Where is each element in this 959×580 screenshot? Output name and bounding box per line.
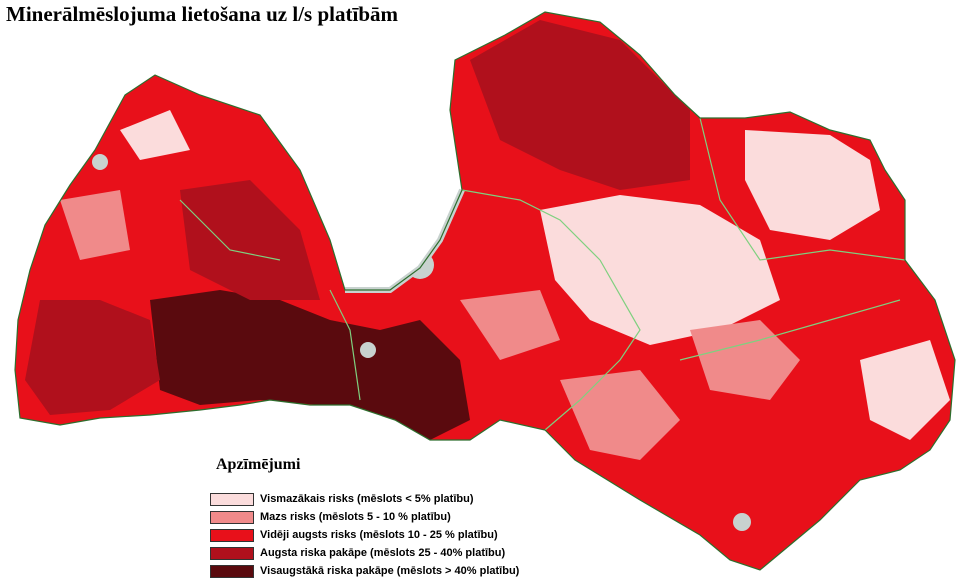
legend-item-low: Mazs risks (mēslots 5 - 10 % platību) — [210, 508, 540, 526]
legend-swatch — [210, 528, 254, 542]
zone-lowest-risk-northeast — [745, 130, 880, 240]
daugavpils-nodata — [733, 513, 751, 531]
legend: Apzīmējumi Vismazākais risks (mēslots < … — [210, 456, 540, 580]
region-boundaries — [179, 117, 906, 431]
legend-item-high: Augsta riska pakāpe (mēslots 25 - 40% pl… — [210, 544, 540, 562]
zone-lowest-risk-kurzeme — [120, 110, 190, 160]
risk-zones — [25, 20, 950, 531]
legend-item-lowest: Vismazākais risks (mēslots < 5% platību) — [210, 490, 540, 508]
legend-swatch — [210, 546, 254, 560]
zone-high-risk-vidzeme — [470, 20, 690, 190]
legend-label: Mazs risks (mēslots 5 - 10 % platību) — [260, 511, 451, 523]
zone-high-risk-west — [25, 300, 160, 415]
ventspils-nodata — [92, 154, 108, 170]
zone-lowest-risk-latgale — [860, 340, 950, 440]
legend-label: Vismazākais risks (mēslots < 5% platību) — [260, 493, 474, 505]
legend-swatch — [210, 492, 254, 506]
zone-low-risk-west — [60, 190, 130, 260]
zone-low-risk-riga — [460, 290, 560, 360]
map-title: Minerālmēslojuma lietošana uz l/s platīb… — [6, 2, 398, 26]
jelgava-nodata — [360, 342, 376, 358]
legend-swatch — [210, 510, 254, 524]
legend-label: Augsta riska pakāpe (mēslots 25 - 40% pl… — [260, 547, 506, 559]
legend-title: Apzīmējumi — [216, 456, 301, 473]
zone-low-risk-south — [560, 370, 680, 460]
legend-item-medium: Vidēji augsts risks (mēslots 10 - 25 % p… — [210, 526, 540, 544]
zone-highest-risk — [150, 290, 470, 440]
legend-label: Visaugstākā riska pakāpe (mēslots > 40% … — [260, 565, 520, 577]
legend-label: Vidēji augsts risks (mēslots 10 - 25 % p… — [260, 529, 498, 541]
zone-lowest-risk-vidzeme — [540, 195, 780, 345]
zone-low-risk-latgale — [690, 320, 800, 400]
zone-high-risk-kurzeme — [180, 180, 320, 300]
legend-item-highest: Visaugstākā riska pakāpe (mēslots > 40% … — [210, 562, 540, 580]
legend-swatch — [210, 564, 254, 578]
